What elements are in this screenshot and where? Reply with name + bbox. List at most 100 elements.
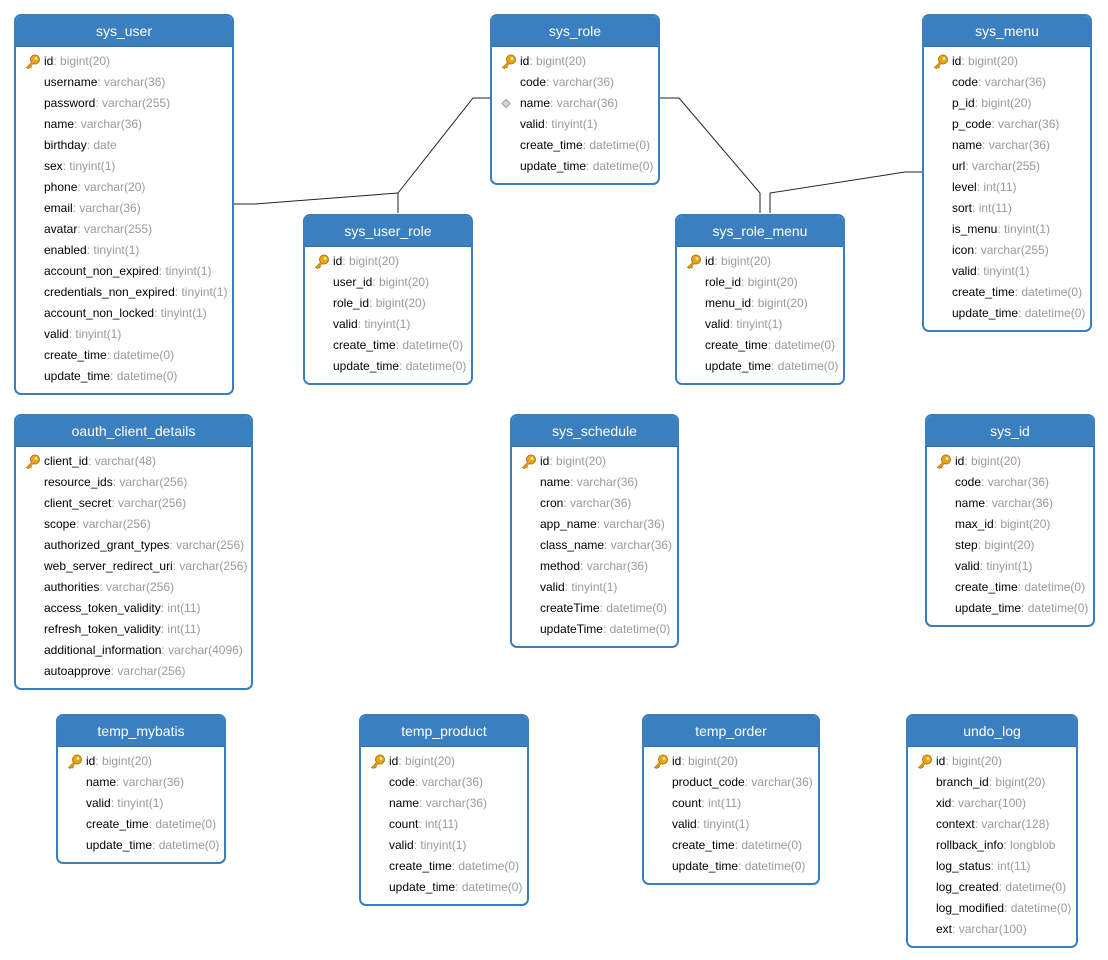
table-field-row[interactable]: id: bigint(20) [58,751,224,772]
table-field-row[interactable]: update_time: datetime(0) [86,838,220,852]
table-field-row[interactable]: xid: varchar(100) [936,796,1027,810]
table-field-row[interactable]: valid: tinyint(1) [672,817,750,831]
table-field-row[interactable]: create_time: datetime(0) [520,138,651,152]
table-field-row[interactable]: email: varchar(36) [44,201,141,215]
table-field-row[interactable]: resource_ids: varchar(256) [44,475,188,489]
table-field-row[interactable]: update_time: datetime(0) [389,880,523,894]
table-field-row[interactable]: additional_information: varchar(4096) [44,643,243,657]
table-field-row[interactable]: user_id: bigint(20) [333,275,430,289]
table-field-row[interactable]: rollback_info: longblob [936,838,1056,852]
table-field-row[interactable]: valid: tinyint(1) [44,327,122,341]
table-field-row[interactable]: update_time: datetime(0) [44,369,178,383]
table-field-row[interactable]: birthday: date [44,138,117,152]
table-field-row[interactable]: avatar: varchar(255) [44,222,153,236]
table-field-row[interactable]: create_time: datetime(0) [44,348,175,362]
table-field-row[interactable]: p_id: bigint(20) [952,96,1032,110]
table-field-row[interactable]: create_time: datetime(0) [955,580,1086,594]
table-field-row[interactable]: url: varchar(255) [952,159,1041,173]
table-field-row[interactable]: refresh_token_validity: int(11) [44,622,201,636]
table-field-row[interactable]: create_time: datetime(0) [333,338,464,352]
table-field-row[interactable]: code: varchar(36) [955,475,1050,489]
table-field-row[interactable]: valid: tinyint(1) [952,264,1030,278]
table-field-row[interactable]: code: varchar(36) [389,775,484,789]
table-field-row[interactable]: username: varchar(36) [44,75,166,89]
table-field-row[interactable]: log_created: datetime(0) [936,880,1067,894]
table-field-row[interactable]: sort: int(11) [952,201,1012,215]
table-field-row[interactable]: id: bigint(20) [908,751,1076,772]
table-field-row[interactable]: update_time: datetime(0) [672,859,806,873]
table-field-row[interactable]: scope: varchar(256) [44,517,151,531]
table-field-row[interactable]: create_time: datetime(0) [705,338,836,352]
table-field-row[interactable]: create_time: datetime(0) [389,859,520,873]
table-field-row[interactable]: sex: tinyint(1) [44,159,116,173]
table-field-row[interactable]: valid: tinyint(1) [86,796,164,810]
table-field-row[interactable]: create_time: datetime(0) [86,817,217,831]
table-field-row[interactable]: max_id: bigint(20) [955,517,1051,531]
table-field-row[interactable]: update_time: datetime(0) [333,359,467,373]
table-field-row[interactable]: name: varchar(36) [86,775,185,789]
table-field-row[interactable]: app_name: varchar(36) [540,517,665,531]
table-field-row[interactable]: role_id: bigint(20) [705,275,798,289]
table-field-row[interactable]: id: bigint(20) [305,251,471,272]
table-field-row[interactable]: valid: tinyint(1) [520,117,598,131]
table-field-row[interactable]: id: bigint(20) [644,751,818,772]
table-field-row[interactable]: authorities: varchar(256) [44,580,175,594]
table-field-row[interactable]: update_time: datetime(0) [520,159,654,173]
table-field-row[interactable]: product_code: varchar(36) [672,775,813,789]
table-field-row[interactable]: role_id: bigint(20) [333,296,426,310]
table-field-row[interactable]: class_name: varchar(36) [540,538,673,552]
table-field-row[interactable]: update_time: datetime(0) [705,359,839,373]
table-field-row[interactable]: id: bigint(20) [927,451,1093,472]
table-field-row[interactable]: context: varchar(128) [936,817,1050,831]
table-field-row[interactable]: valid: tinyint(1) [389,838,467,852]
table-field-row[interactable]: web_server_redirect_uri: varchar(256) [44,559,248,573]
table-field-row[interactable]: valid: tinyint(1) [955,559,1033,573]
table-field-row[interactable]: cron: varchar(36) [540,496,632,510]
table-field-row[interactable]: count: int(11) [389,817,459,831]
table-field-row[interactable]: id: bigint(20) [492,51,658,72]
table-field-row[interactable]: valid: tinyint(1) [333,317,411,331]
table-field-row[interactable]: ext: varchar(100) [936,922,1027,936]
table-field-row[interactable]: id: bigint(20) [924,51,1090,72]
table-field-row[interactable]: is_menu: tinyint(1) [952,222,1051,236]
table-field-row[interactable]: name: varchar(36) [44,117,143,131]
table-field-row[interactable]: update_time: datetime(0) [955,601,1089,615]
table-field-row[interactable]: client_secret: varchar(256) [44,496,187,510]
table-field-row[interactable]: create_time: datetime(0) [672,838,803,852]
table-field-row[interactable]: log_modified: datetime(0) [936,901,1072,915]
table-field-row[interactable]: account_non_locked: tinyint(1) [44,306,207,320]
table-field-row[interactable]: autoapprove: varchar(256) [44,664,186,678]
table-field-row[interactable]: name: varchar(36) [389,796,488,810]
table-field-row[interactable]: p_code: varchar(36) [952,117,1060,131]
table-field-row[interactable]: code: varchar(36) [520,75,615,89]
table-field-row[interactable]: valid: tinyint(1) [540,580,618,594]
table-field-row[interactable]: password: varchar(255) [44,96,171,110]
table-field-row[interactable]: level: int(11) [952,180,1017,194]
table-field-row[interactable]: menu_id: bigint(20) [705,296,808,310]
table-field-row[interactable]: icon: varchar(255) [952,243,1049,257]
table-field-row[interactable]: name: varchar(36) [540,475,639,489]
table-field-row[interactable]: phone: varchar(20) [44,180,146,194]
table-field-row[interactable]: createTime: datetime(0) [540,601,667,615]
table-field-row[interactable]: id: bigint(20) [16,51,232,72]
table-field-row[interactable]: updateTime: datetime(0) [540,622,671,636]
table-field-row[interactable]: client_id: varchar(48) [16,451,251,472]
table-field-row[interactable]: authorized_grant_types: varchar(256) [44,538,245,552]
table-field-row[interactable]: log_status: int(11) [936,859,1031,873]
table-field-row[interactable]: id: bigint(20) [512,451,677,472]
table-field-row[interactable]: count: int(11) [672,796,742,810]
table-field-row[interactable]: access_token_validity: int(11) [44,601,201,615]
table-field-row[interactable]: credentials_non_expired: tinyint(1) [44,285,228,299]
table-field-row[interactable]: account_non_expired: tinyint(1) [44,264,212,278]
table-field-row[interactable]: branch_id: bigint(20) [936,775,1046,789]
table-field-row[interactable]: id: bigint(20) [361,751,527,772]
